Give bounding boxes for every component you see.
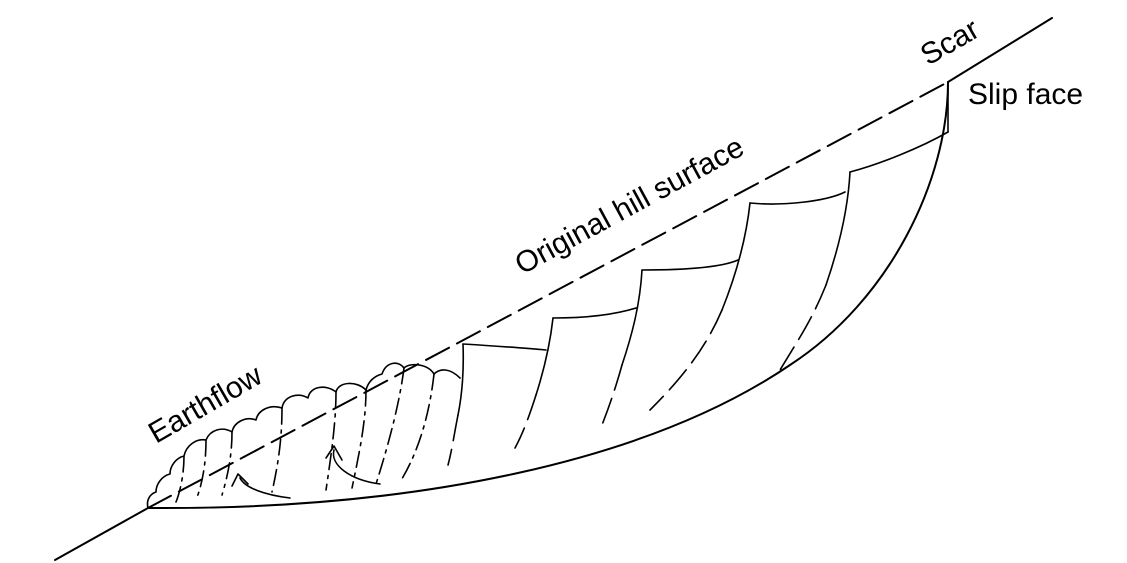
scarp-3 xyxy=(621,269,643,366)
block-scarps xyxy=(457,81,949,416)
flow-line-1 xyxy=(399,373,435,483)
shear-dashed-3 xyxy=(599,364,623,431)
earthflow-lobed-surface xyxy=(146,362,461,509)
earthflow-internal-lines xyxy=(175,367,435,503)
hill-surface-lower-segment xyxy=(54,507,149,561)
shear-dashed-1 xyxy=(779,284,827,371)
rotation-arrow-upper-head xyxy=(325,445,343,461)
block-top-4 xyxy=(552,307,637,319)
block-top-1 xyxy=(849,131,949,173)
earthflow-label: Earthflow xyxy=(143,359,268,450)
slip-face-label: Slip face xyxy=(968,78,1083,111)
rotated-block-tops xyxy=(462,131,949,351)
rotation-arrow-upper xyxy=(332,449,381,485)
hill-surface-upper-segment xyxy=(947,17,1053,83)
flow-line-2 xyxy=(375,367,405,485)
block-top-3 xyxy=(641,259,739,271)
scarp-5 xyxy=(457,343,465,416)
flow-line-8 xyxy=(175,455,185,503)
flow-line-7 xyxy=(195,439,207,501)
scar-label: Scar xyxy=(915,13,985,72)
rotation-arrow-lower-head xyxy=(231,473,249,487)
flow-line-4 xyxy=(325,391,337,491)
shear-dashed-4 xyxy=(514,394,537,449)
flow-line-3 xyxy=(351,389,367,489)
block-top-5 xyxy=(462,343,547,351)
original-hill-surface-line xyxy=(54,17,1053,561)
scarp-2 xyxy=(721,202,751,311)
slip-face-curve xyxy=(147,81,949,510)
shear-dashed-5 xyxy=(447,414,459,466)
shear-dashed-2 xyxy=(649,309,723,411)
rotation-arrows xyxy=(231,445,381,499)
flow-line-6 xyxy=(221,431,233,496)
scarp-4 xyxy=(535,317,554,396)
rotation-arrow-lower xyxy=(239,477,291,499)
flow-line-5 xyxy=(271,407,283,493)
shear-plane-continuations xyxy=(447,284,827,466)
hill-surface-dashed-segment xyxy=(147,81,949,509)
scarp-1 xyxy=(825,171,851,286)
block-top-2 xyxy=(749,191,846,205)
